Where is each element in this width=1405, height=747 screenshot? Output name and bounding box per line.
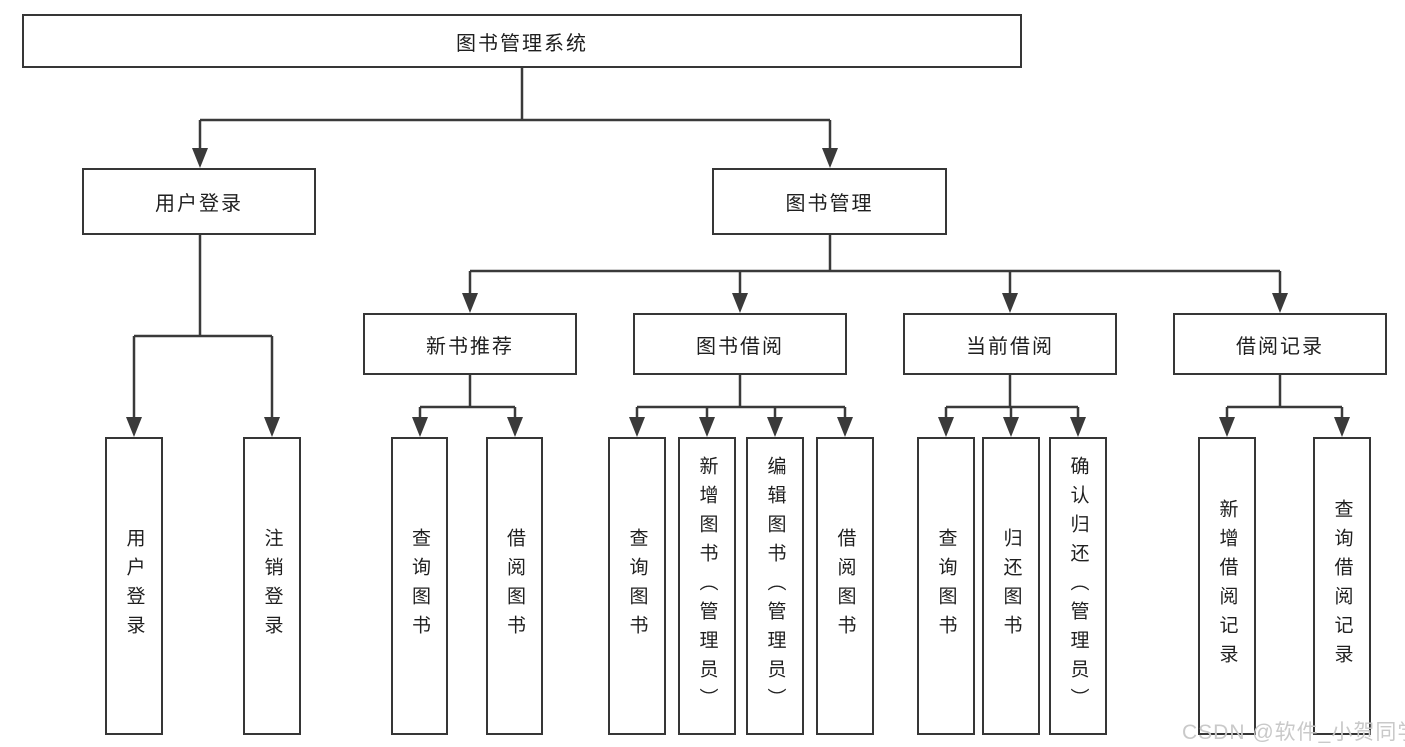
node-new-book-recommend: 新书推荐 [363,313,577,375]
node-label: 确认归还（管理员） [1067,455,1089,717]
node-label: 注销登录 [261,528,283,644]
node-label: 查询图书 [626,528,648,644]
leaf-borrow-books-recommend: 借阅图书 [486,437,543,735]
node-user-login: 用户登录 [82,168,316,235]
node-label: 图书借阅 [696,335,784,358]
leaf-logout: 注销登录 [243,437,301,735]
node-label: 查询借阅记录 [1331,499,1353,673]
node-label: 借阅图书 [504,528,525,644]
leaf-user-login: 用户登录 [105,437,163,735]
csdn-watermark: CSDN @软件_小贺同学 [1182,721,1405,744]
leaf-query-borrow-record: 查询借阅记录 [1313,437,1371,735]
leaf-add-books-admin: 新增图书（管理员） [678,437,736,735]
leaf-return-books: 归还图书 [982,437,1040,735]
node-label: 用户登录 [155,193,243,215]
leaf-confirm-return-admin: 确认归还（管理员） [1049,437,1107,735]
node-label: 当前借阅 [966,335,1054,358]
leaf-query-books-current: 查询图书 [917,437,975,735]
leaf-query-books-borrowing: 查询图书 [608,437,666,735]
leaf-borrow-books-borrowing: 借阅图书 [816,437,874,735]
node-library-management-system: 图书管理系统 [22,14,1022,68]
node-current-borrowing: 当前借阅 [903,313,1117,375]
leaf-query-books-recommend: 查询图书 [391,437,448,735]
node-label: 图书管理 [785,193,874,215]
node-label: 查询图书 [935,528,957,644]
node-book-management: 图书管理 [712,168,947,235]
node-label: 查询图书 [409,528,430,644]
node-label: 用户登录 [123,528,145,644]
node-label: 借阅图书 [834,528,856,644]
node-label: 新增图书（管理员） [696,455,718,717]
node-label: 编辑图书（管理员） [764,455,786,717]
leaf-edit-books-admin: 编辑图书（管理员） [746,437,804,735]
node-borrowing-records: 借阅记录 [1173,313,1387,375]
node-label: 借阅记录 [1236,335,1324,358]
node-book-borrowing: 图书借阅 [633,313,847,375]
leaf-add-borrow-record: 新增借阅记录 [1198,437,1256,735]
node-label: 新书推荐 [426,335,514,358]
node-label: 归还图书 [1000,528,1022,644]
node-label: 图书管理系统 [456,32,588,55]
node-label: 新增借阅记录 [1216,499,1238,673]
